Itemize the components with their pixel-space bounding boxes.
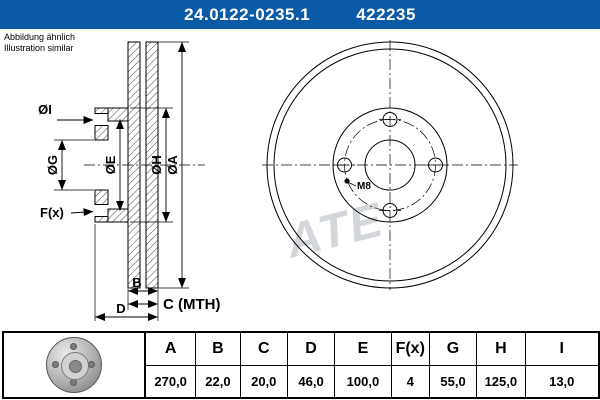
col-value: 4 — [406, 373, 414, 389]
similarity-note: Abbildung ähnlich Illustration similar — [4, 32, 75, 54]
part-number: 24.0122-0235.1 — [184, 4, 311, 24]
thumb-hub — [61, 352, 89, 380]
col-value: 20,0 — [251, 373, 277, 389]
hub-circle — [332, 107, 448, 223]
thumb-center-bore — [68, 359, 82, 373]
friction-ring-circle — [273, 48, 507, 282]
flange-bottom-a — [94, 189, 109, 205]
dimension-lines: ØI ØG ØE ØH ØA F(x) B C (MTH) D — [38, 41, 220, 321]
col-header: G — [429, 333, 477, 366]
dim-label-d: D — [116, 301, 125, 316]
spec-table: A 270,0 B 22,0 C 20,0 D 46,0 E 100,0 F(x… — [2, 331, 600, 399]
thumb-bolt-hole — [70, 379, 77, 386]
thumb-bolt-hole — [70, 343, 77, 350]
flange-bottom-b — [94, 216, 109, 223]
disc-cheek-inner — [127, 41, 141, 289]
spec-col-g: G 55,0 — [428, 333, 477, 397]
col-header: I — [525, 333, 598, 366]
spec-columns: A 270,0 B 22,0 C 20,0 D 46,0 E 100,0 F(x… — [146, 333, 598, 397]
col-value: 270,0 — [154, 373, 187, 389]
dim-label-fx: F(x) — [40, 205, 64, 220]
col-value: 22,0 — [205, 373, 231, 389]
thumb-bolt-hole — [88, 361, 95, 368]
col-header: F(x) — [391, 333, 429, 366]
dim-label-dia-e: ØE — [103, 155, 118, 174]
col-header: C — [240, 333, 287, 366]
outer-diameter-circle — [266, 41, 514, 289]
dim-label-dia-i: ØI — [38, 102, 52, 117]
disc-thumbnail-cell — [4, 333, 146, 397]
m8-thread-hole — [344, 178, 350, 184]
dim-label-c-mth: C (MTH) — [163, 296, 220, 313]
col-header: E — [335, 333, 391, 366]
flange-top-a — [94, 107, 109, 114]
note-line-en: Illustration similar — [4, 43, 74, 53]
col-value: 13,0 — [549, 373, 575, 389]
spec-col-b: B 22,0 — [195, 333, 240, 397]
col-header: A — [146, 333, 196, 366]
spec-col-h: H 125,0 — [476, 333, 525, 397]
col-value: 100,0 — [346, 373, 380, 389]
thumb-bolt-hole — [52, 361, 59, 368]
title-bar: 24.0122-0235.1 422235 — [0, 0, 600, 29]
col-header: D — [287, 333, 335, 366]
spec-col-a: A 270,0 — [146, 333, 196, 397]
flange-top-b — [94, 125, 109, 141]
reference-number: 422235 — [356, 4, 416, 24]
technical-drawing: ATE — [38, 40, 518, 321]
hat-wall-bottom — [107, 208, 129, 223]
front-view: M8 — [262, 40, 518, 290]
center-bore-circle — [364, 139, 416, 191]
col-value: 55,0 — [440, 373, 466, 389]
col-value: 46,0 — [298, 373, 324, 389]
note-line-de: Abbildung ähnlich — [4, 32, 76, 42]
col-value: 125,0 — [484, 373, 518, 389]
spec-col-i: I 13,0 — [524, 333, 598, 397]
m8-label: M8 — [357, 181, 371, 192]
spec-col-e: E 100,0 — [334, 333, 391, 397]
spec-col-fx: F(x) 4 — [390, 333, 429, 397]
hat-wall-top — [107, 107, 129, 122]
spec-col-c: C 20,0 — [239, 333, 287, 397]
dim-label-dia-h: ØH — [149, 155, 164, 175]
dim-label-dia-g: ØG — [45, 155, 60, 175]
dim-label-b: B — [132, 275, 141, 290]
ate-watermark: ATE — [280, 193, 389, 268]
col-header: B — [196, 333, 240, 366]
cross-section-view — [84, 41, 205, 289]
brake-disc-thumbnail — [46, 337, 102, 393]
dim-label-dia-a: ØA — [165, 155, 180, 175]
col-header: H — [477, 333, 525, 366]
spec-col-d: D 46,0 — [286, 333, 335, 397]
